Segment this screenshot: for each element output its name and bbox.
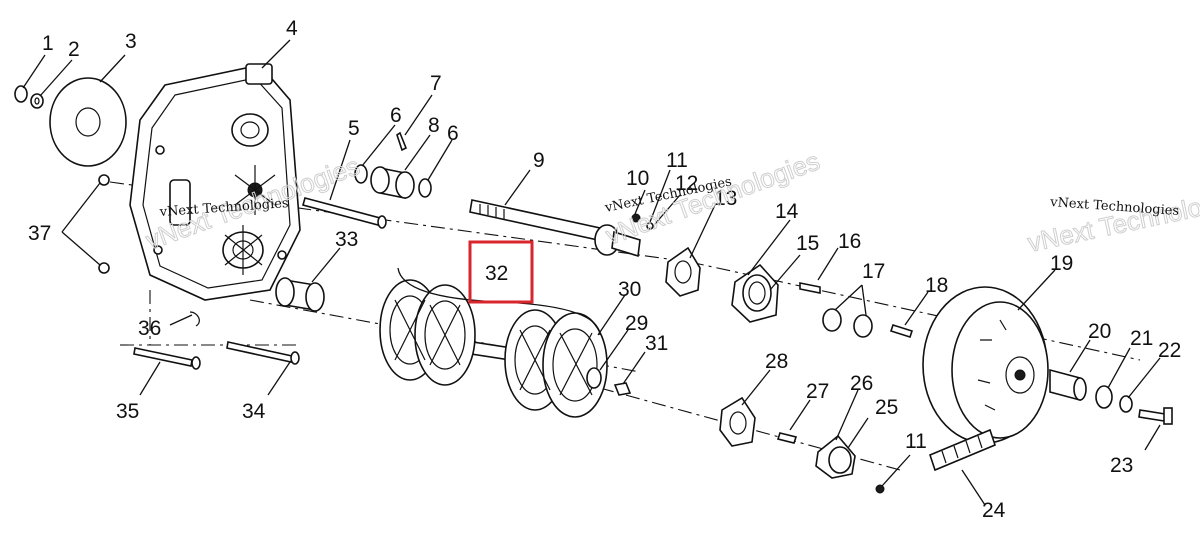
part-6-o-ring-b: [418, 178, 432, 198]
part-12-pin: [646, 222, 654, 230]
callout-32: 32: [485, 262, 508, 285]
callout-30: 30: [618, 278, 641, 301]
part-36-clip: [189, 311, 200, 327]
callout-16: 16: [838, 230, 861, 253]
part-9-shaft: [469, 199, 641, 258]
part-20-spacer: [1049, 368, 1087, 402]
part-2-washer: [30, 93, 44, 109]
part-26-cap: [815, 434, 856, 479]
callout-1: 1: [42, 32, 54, 55]
callout-26: 26: [850, 372, 873, 395]
part-11-ball: [875, 484, 885, 494]
leader-lines: [22, 39, 1161, 506]
callout-18: 18: [925, 274, 948, 297]
callout-7: 7: [430, 72, 442, 95]
callout-27: 27: [806, 380, 829, 403]
part-5-bolt: [302, 197, 387, 229]
callout-29: 29: [625, 312, 648, 335]
callout-labels: 1 2 3 4 5 6 6 7 8 9 10 11 11 12 13 14 15…: [28, 17, 1181, 522]
part-28-gasket: [719, 396, 756, 447]
callout-17: 17: [862, 260, 885, 283]
callout-25: 25: [875, 396, 898, 419]
callout-23: 23: [1110, 454, 1133, 477]
part-10-washer: [631, 213, 641, 223]
part-16-bolt: [799, 282, 821, 294]
part-7-pin: [396, 131, 408, 152]
callout-36: 36: [138, 317, 161, 340]
callout-10: 10: [626, 167, 649, 190]
callout-2: 2: [68, 38, 80, 61]
callout-35: 35: [116, 400, 139, 423]
callout-9: 9: [533, 149, 545, 172]
callout-15: 15: [796, 232, 819, 255]
callout-37: 37: [28, 222, 51, 245]
part-19-drum: [922, 286, 1049, 444]
callout-8: 8: [428, 114, 440, 137]
callout-34: 34: [242, 400, 266, 423]
part-31-nut: [613, 382, 632, 396]
callout-28: 28: [765, 350, 788, 373]
highlight-box: [468, 240, 534, 304]
part-1-snap-ring: [14, 85, 28, 103]
part-4-gearcase-housing: [129, 63, 301, 301]
watermark-right-ghost: vNext Technologies: [1025, 182, 1200, 258]
part-6-o-ring-a: [354, 164, 368, 184]
part-21-washer: [1095, 385, 1113, 409]
part-33-bearing: [275, 277, 325, 312]
part-32-sprocket-assembly: [379, 279, 608, 418]
part-8-bearing: [370, 166, 415, 199]
part-23-bolt: [1138, 407, 1173, 425]
part-29-bearing: [586, 367, 602, 389]
part-34-bolt: [226, 341, 300, 365]
callout-24: 24: [982, 499, 1006, 522]
part-27-pin: [776, 432, 798, 444]
part-3-cover-disc: [49, 77, 127, 167]
callout-12: 12: [675, 172, 698, 195]
callout-3: 3: [125, 30, 137, 53]
part-37-nuts: [98, 174, 110, 274]
callout-6a: 6: [390, 104, 402, 127]
part-22-washer: [1119, 395, 1133, 413]
callout-14: 14: [775, 200, 799, 223]
part-17-washers: [822, 308, 873, 338]
callout-31: 31: [645, 332, 668, 355]
callout-6b: 6: [447, 122, 459, 145]
callout-4: 4: [286, 17, 298, 40]
part-18-pin: [889, 324, 914, 338]
callout-20: 20: [1088, 320, 1111, 343]
part-35-bolt: [133, 347, 201, 370]
callout-21: 21: [1130, 327, 1153, 350]
callout-19: 19: [1050, 252, 1073, 275]
part-14-flange: [731, 263, 779, 323]
callout-5: 5: [348, 117, 360, 140]
part-24-track: [929, 428, 996, 472]
part-13-gasket: [665, 246, 701, 297]
callout-33: 33: [335, 228, 358, 251]
callout-22: 22: [1158, 339, 1181, 362]
callout-11a: 11: [666, 149, 688, 172]
callout-11b: 11: [905, 430, 927, 453]
callout-13: 13: [714, 187, 737, 210]
